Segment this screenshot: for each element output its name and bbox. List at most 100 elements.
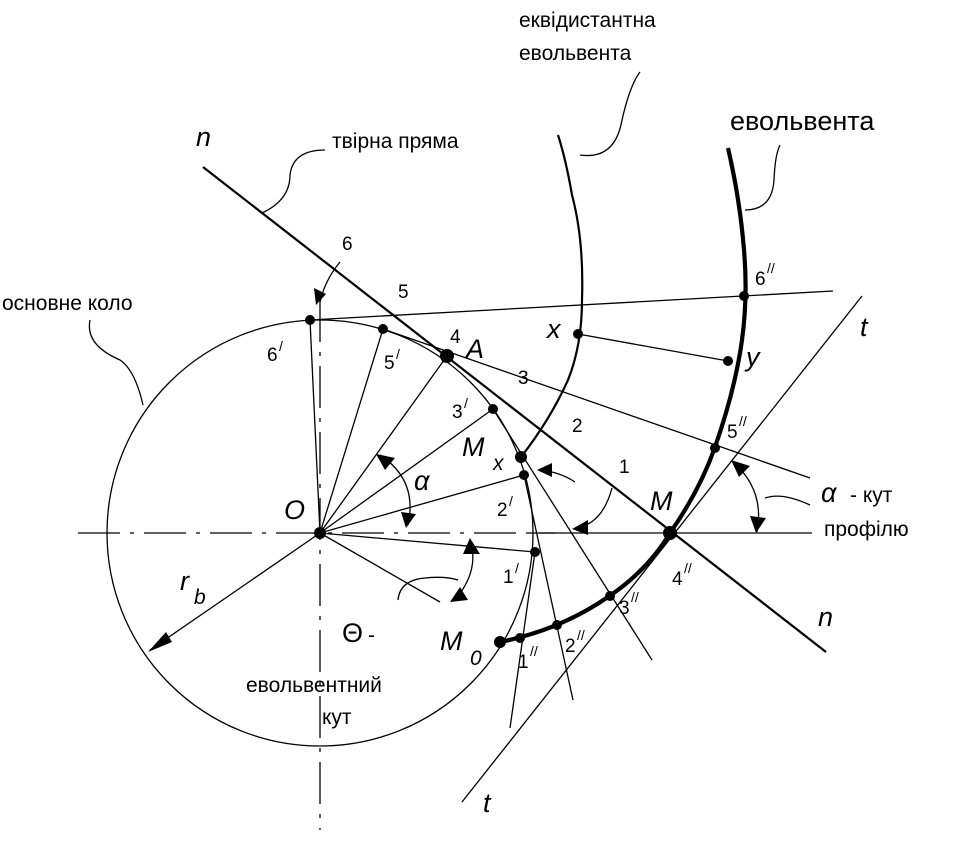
- symbol-n-bottom: n: [818, 602, 833, 632]
- tangent-5: [382, 328, 811, 479]
- symbol-theta: Θ: [342, 618, 363, 648]
- radius-4: [319, 355, 448, 534]
- num-6-dprime: 6: [755, 269, 766, 290]
- symbol-alpha-outer: α: [821, 478, 838, 508]
- num-6-prime: 6: [267, 345, 278, 366]
- symbol-mx-sub: x: [492, 452, 505, 475]
- num-1: 1: [619, 457, 630, 478]
- point-mx: [515, 451, 527, 463]
- symbol-m0: M: [440, 626, 463, 656]
- line-t-t: [461, 295, 863, 803]
- label-involute-angle-1: евольвентний: [246, 674, 382, 697]
- symbol-m: M: [650, 486, 673, 516]
- num-2-dprime: 2: [565, 636, 576, 657]
- num-2: 2: [572, 416, 583, 437]
- point-1-prime: [530, 547, 540, 557]
- point-y: [723, 356, 733, 366]
- num-1-dprime-mark: //: [530, 643, 538, 659]
- num-3-prime-mark: /: [464, 395, 468, 411]
- leader-involute: [744, 144, 781, 211]
- symbol-t-bottom: t: [483, 788, 492, 818]
- symbol-y: y: [744, 342, 761, 372]
- point-m: [663, 526, 677, 540]
- num-4-dprime: 4: [672, 569, 683, 590]
- num-1-dprime: 1: [518, 652, 529, 673]
- involute-curve: [499, 147, 748, 645]
- leader-theta: [397, 576, 459, 601]
- radius-6: [309, 319, 321, 534]
- point-m0: [494, 636, 506, 648]
- label-equidistant-2: евольвента: [519, 42, 632, 65]
- point-a: [440, 349, 454, 363]
- leader-generating-line: [261, 149, 326, 214]
- point-3-prime: [488, 404, 498, 414]
- num-6-dprime-mark: //: [767, 260, 775, 276]
- symbol-o: O: [284, 495, 305, 525]
- symbol-rb-sub: b: [194, 586, 206, 609]
- label-profile-angle: - кут: [850, 484, 893, 507]
- point-2-prime: [519, 470, 529, 480]
- symbol-alpha-inner: α: [414, 466, 431, 496]
- arc-m-to-2: [574, 487, 613, 529]
- label-generating-line: твірна пряма: [332, 130, 459, 153]
- leader-equidistant: [579, 71, 641, 157]
- num-3-prime: 3: [452, 402, 463, 423]
- num-5-dprime-mark: //: [739, 413, 747, 429]
- label-base-circle: основне коло: [2, 292, 133, 315]
- point-2-dprime: [552, 620, 562, 630]
- num-6: 6: [342, 234, 353, 255]
- point-3-dprime: [605, 591, 615, 601]
- num-5-dprime: 5: [727, 422, 738, 443]
- radius-1: [319, 532, 536, 553]
- symbol-theta-dash: -: [368, 624, 375, 647]
- num-5-prime-mark: /: [396, 346, 400, 362]
- symbol-t-top: t: [860, 312, 869, 342]
- leader-six-arrow: [314, 288, 326, 305]
- label-profile-angle-2: профілю: [824, 518, 909, 541]
- theta-arrow-top: [463, 538, 480, 554]
- tangent-3: [492, 408, 653, 661]
- rb-arrowhead: [148, 632, 172, 652]
- symbol-a: A: [464, 334, 484, 364]
- tangent-2: [523, 474, 574, 701]
- tangent-6: [309, 290, 834, 321]
- num-3-dprime-mark: //: [631, 589, 639, 605]
- equidistant-involute: [520, 134, 584, 458]
- point-1-dprime: [515, 633, 525, 643]
- num-4: 4: [450, 327, 461, 348]
- label-involute: евольвента: [730, 106, 875, 136]
- point-x: [573, 329, 583, 339]
- arc-to-1-arrow: [537, 463, 552, 477]
- connector-x-y: [577, 333, 729, 362]
- radius-2: [319, 474, 525, 534]
- point-6-dprime: [739, 291, 749, 301]
- leader-profile-angle: [764, 495, 811, 506]
- arc-m-arrow: [572, 520, 588, 535]
- radius-m0: [319, 532, 441, 603]
- radius-rb: [149, 532, 321, 651]
- label-involute-angle-2: кут: [322, 706, 352, 729]
- alpha-arrow-top: [376, 454, 395, 470]
- symbol-n-top: n: [196, 122, 211, 152]
- num-2-dprime-mark: //: [577, 627, 585, 643]
- theta-arrow-bottom: [450, 587, 468, 602]
- symbol-mx: M: [462, 432, 485, 462]
- num-1-prime-mark: /: [515, 560, 519, 576]
- point-o: [314, 527, 326, 539]
- point-5-dprime: [710, 443, 720, 453]
- num-6-prime-mark: /: [279, 338, 283, 354]
- line-n-n: [202, 166, 827, 653]
- symbol-rb: r: [180, 566, 190, 596]
- symbol-m0-sub: 0: [470, 647, 482, 670]
- alpha-outer-arrow-bottom: [750, 516, 766, 533]
- num-2-prime: 2: [497, 500, 508, 521]
- point-6-prime: [305, 315, 315, 325]
- alpha-arrow-bottom: [401, 512, 416, 528]
- alpha-outer-arrow-top: [731, 460, 750, 477]
- symbol-x: x: [545, 314, 562, 344]
- point-5-prime: [378, 324, 388, 334]
- num-4-dprime-mark: //: [684, 560, 692, 576]
- label-equidistant-1: еквідистантна: [519, 9, 656, 32]
